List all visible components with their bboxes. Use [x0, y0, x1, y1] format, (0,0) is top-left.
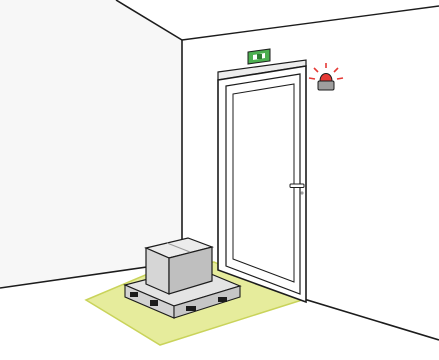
door-panel — [232, 83, 295, 283]
cardboard-box — [144, 237, 214, 295]
ceiling-right-edge — [181, 5, 439, 41]
ceiling-edge — [115, 0, 183, 41]
door-leaf — [225, 73, 301, 295]
warning-beacon-icon — [308, 63, 344, 91]
door-handle — [289, 183, 305, 195]
exit-sign — [247, 48, 271, 65]
left-wall — [0, 0, 182, 288]
